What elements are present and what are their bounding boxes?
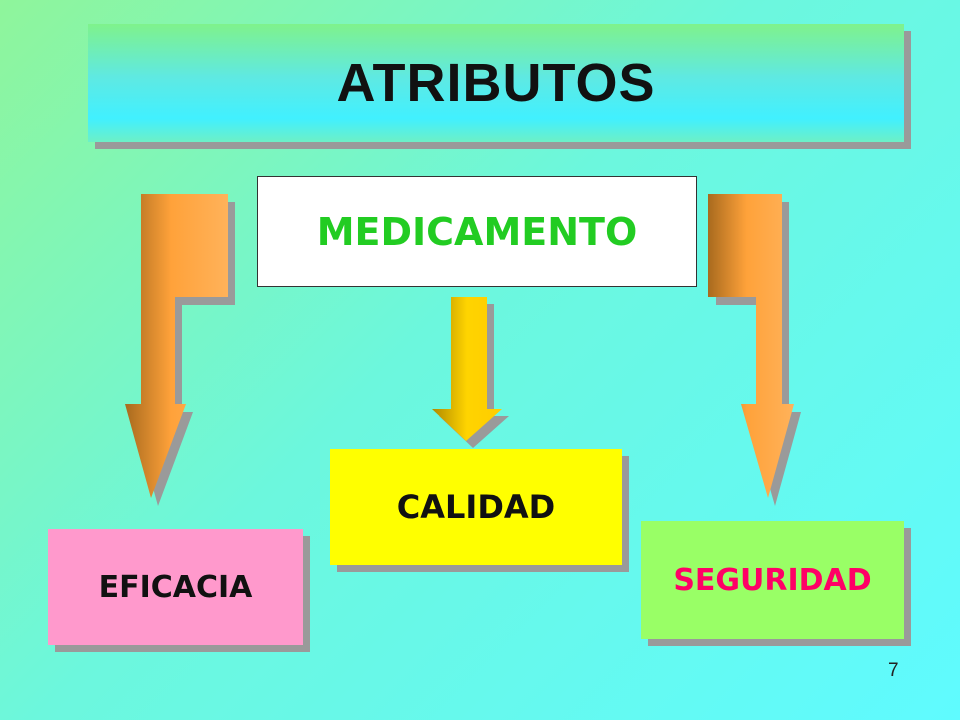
medicamento-label: MEDICAMENTO — [316, 209, 638, 254]
calidad-box: CALIDAD — [330, 449, 622, 565]
seguridad-label: SEGURIDAD — [673, 562, 872, 598]
page-number: 7 — [888, 660, 899, 681]
arrow-to-eficacia — [125, 194, 235, 506]
calidad-label: CALIDAD — [396, 488, 556, 526]
arrow-to-calidad — [432, 297, 509, 448]
page-title: ATRIBUTOS — [336, 53, 656, 113]
arrow-to-seguridad — [708, 194, 801, 506]
medicamento-box: MEDICAMENTO — [257, 176, 697, 287]
title-banner: ATRIBUTOS — [88, 24, 904, 142]
eficacia-box: EFICACIA — [48, 529, 303, 645]
eficacia-label: EFICACIA — [98, 569, 253, 605]
seguridad-box: SEGURIDAD — [641, 521, 904, 639]
